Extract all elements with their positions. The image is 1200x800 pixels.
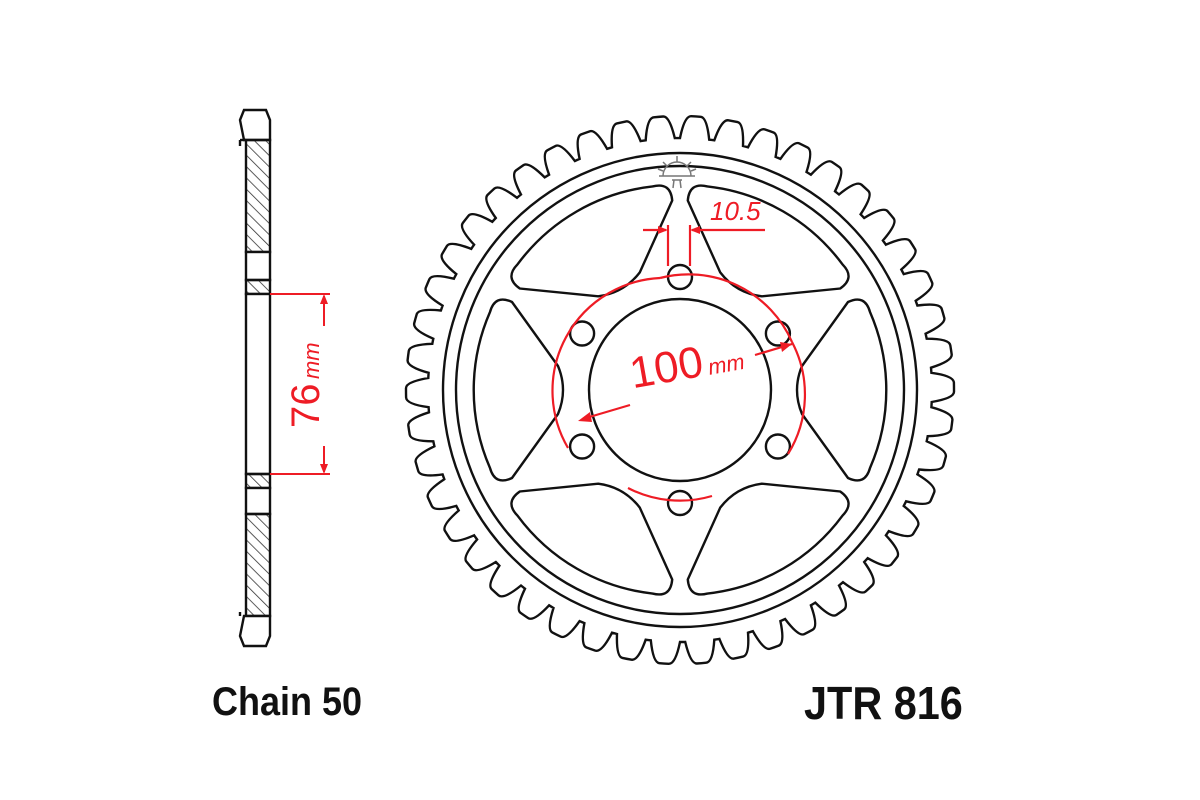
bolt-hole [666,489,694,517]
chain-label: Chain 50 [212,680,363,724]
spoke-cutout [472,298,565,482]
spoke-cutout [686,184,850,298]
sprocket-front-view [404,115,956,665]
bolt-hole [568,433,596,460]
bolt-dimensions [551,225,806,502]
sprocket-teeth [404,115,956,665]
logo-icon [657,156,697,189]
center-bore [587,297,773,483]
bolt-holes [568,263,792,517]
bolt-hole [666,263,694,291]
bolt-hole [764,320,792,347]
side-profile [238,108,272,648]
spline-dimension [270,293,330,475]
dimension-arrows [578,226,792,422]
bolt-hole [568,320,596,347]
spoke-cutout [510,184,674,298]
spline-offset-label: 76 mm [284,342,328,428]
part-number-label: JTR 816 [804,677,963,729]
spoke-cutouts [472,184,888,596]
spoke-cutout [510,482,674,596]
spoke-cutout [795,298,888,482]
bolt-hole-label: 10.5 [710,196,761,226]
spoke-cutout [686,482,850,596]
bolt-hole [764,433,792,460]
